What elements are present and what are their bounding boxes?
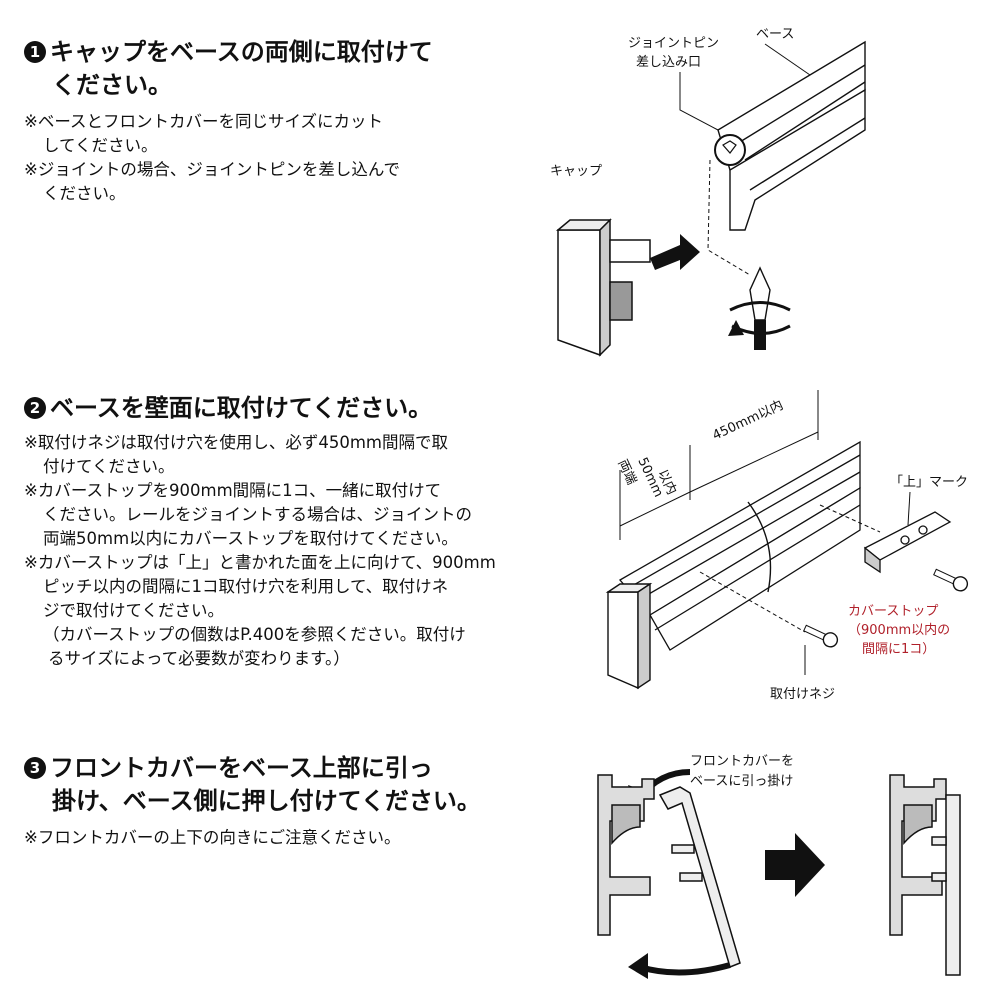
step2-figure: 450mm以内 両端 50mm 以内 「上」マーク カバーストップ （900mm… <box>605 390 969 702</box>
step2-note-line: ※取付けネジは取付け穴を使用し、必ず450mm間隔で取 <box>24 433 448 452</box>
step2-note-line: ピッチ以内の間隔に1コ取付け穴を利用して、取付けネ <box>43 577 449 596</box>
rail-drawing <box>618 440 861 651</box>
front-cover-left <box>658 786 741 969</box>
screw-icon <box>933 568 969 592</box>
step2-note-line: るサイズによって必要数が変わります。） <box>48 649 350 668</box>
break-line <box>747 501 772 593</box>
insert-arrow-icon <box>650 234 700 270</box>
step2-note-line: ※カバーストップを900mm間隔に1コ、一緒に取付けて <box>24 481 442 500</box>
step2-number: 2 <box>24 397 46 419</box>
step2-title: ベースを壁面に取付けてください。 <box>50 394 433 422</box>
label-mounting-screw: 取付けネジ <box>770 687 835 702</box>
step3-figure: フロントカバーを ベースに引っ掛け <box>597 754 961 979</box>
label-joint-pin-line1: ジョイントピン <box>628 36 719 51</box>
base-profile-right <box>889 774 947 936</box>
base-profile-left <box>597 774 655 936</box>
step1-title-line2: ください。 <box>52 71 172 99</box>
step2-note-line: ジで取付けてください。 <box>43 601 225 620</box>
step2-notes: ※取付けネジは取付け穴を使用し、必ず450mm間隔で取 付けてください。 ※カバ… <box>24 431 496 671</box>
label-cover-stop-2: （900mm以内の <box>848 622 950 638</box>
step2-note-line: 付けてください。 <box>43 457 175 476</box>
step1-note2-line1: ※ジョイントの場合、ジョイントピンを差し込んで <box>24 160 401 179</box>
screw-path-dashed <box>699 571 806 633</box>
cap-guide-dashed <box>707 159 751 276</box>
step1-number: 1 <box>24 41 46 63</box>
step3-number: 3 <box>24 757 46 779</box>
front-cover-right <box>931 794 961 976</box>
step1-title-line1: キャップをベースの両側に取付けて <box>50 38 433 66</box>
cover-stop-drawing <box>863 511 952 574</box>
label-base: ベース <box>756 27 794 42</box>
step2-note-line: （カバーストップの個数はP.400を参照ください。取付け <box>43 625 466 644</box>
base-rail-drawing <box>717 40 866 231</box>
dim-50-line <box>619 491 691 527</box>
step2-note-line: ください。レールをジョイントする場合は、ジョイントの <box>43 505 472 524</box>
step2-note-line: ※カバーストップは「上」と書かれた面を上に向けて、900mm <box>24 553 496 572</box>
dim-450-line <box>689 431 819 493</box>
rotate-arrow-bottom-icon <box>639 962 731 976</box>
label-cap: キャップ <box>550 164 602 179</box>
label-cover-stop-1: カバーストップ <box>848 604 938 619</box>
step1-notes: ※ベースとフロントカバーを同じサイズにカット してください。 ※ジョイントの場合… <box>24 110 433 206</box>
label-joint-pin-line2: 差し込み口 <box>636 55 701 70</box>
mark-leader-line <box>907 491 911 526</box>
end-cap-drawing <box>605 582 653 690</box>
step3-note: ※フロントカバーの上下の向きにご注意ください。 <box>24 828 401 847</box>
screwdriver-icon <box>728 266 791 350</box>
next-step-arrow-icon <box>765 833 825 897</box>
step1-note2-line2: ください。 <box>43 184 126 203</box>
base-leader-line <box>764 43 811 76</box>
pin-hole-highlight <box>714 134 746 166</box>
pin-leader-line <box>679 72 719 131</box>
screw-icon <box>803 624 839 648</box>
cap-drawing <box>555 218 651 357</box>
step1-note1-line1: ※ベースとフロントカバーを同じサイズにカット <box>24 112 384 131</box>
pin-hole-shape <box>722 140 737 154</box>
label-hook-cover-1: フロントカバーを <box>690 754 794 769</box>
label-hook-cover-2: ベースに引っ掛け <box>690 774 793 789</box>
rotate-arrow-bottom-head <box>628 953 648 979</box>
step1-figure: ジョイントピン 差し込み口 ベース キャップ <box>550 27 866 357</box>
stop-path-dashed <box>819 504 881 533</box>
step2-note-line: 両端50mm以内にカバーストップを取付けてください。 <box>43 529 458 548</box>
step3-title-line2: 掛け、ベース側に押し付けてください。 <box>52 787 481 815</box>
step1-note1-line2: してください。 <box>43 136 158 155</box>
step3-title-line1: フロントカバーをベース上部に引っ <box>50 754 433 782</box>
label-up-mark: 「上」マーク <box>890 475 968 490</box>
label-cover-stop-3: 間隔に1コ） <box>862 642 935 657</box>
dim-450-label: 450mm以内 <box>710 397 786 444</box>
